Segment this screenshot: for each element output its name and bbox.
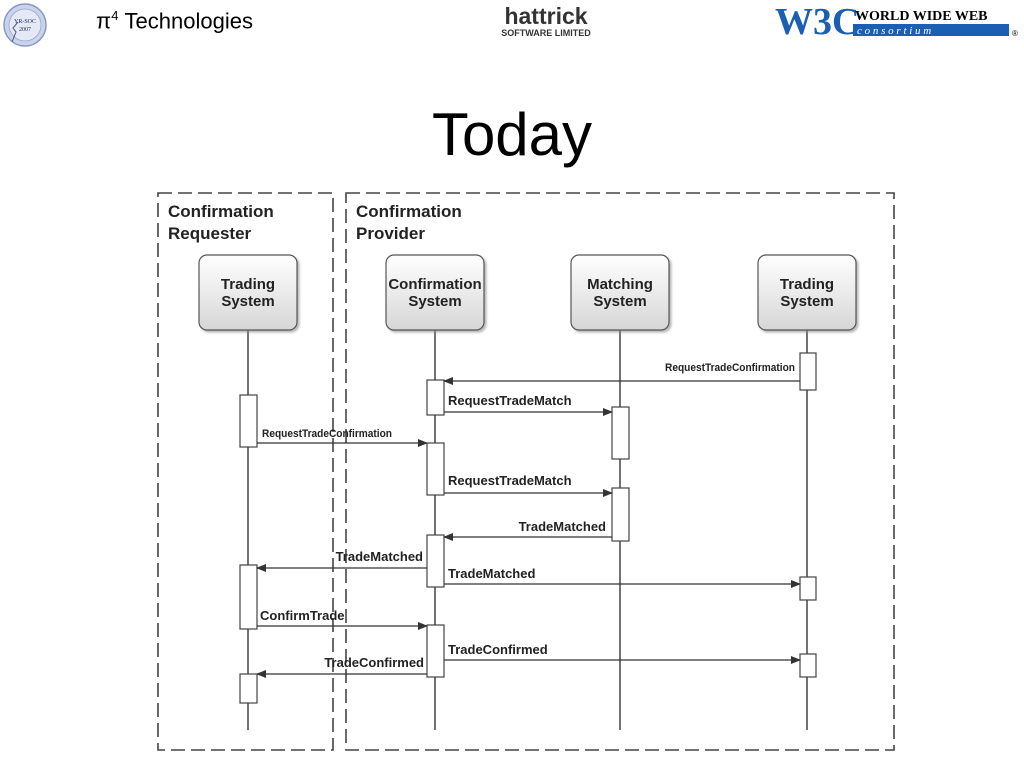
lifeline-box-matching xyxy=(570,254,670,331)
lifeline-label-req-trading-line1: Trading xyxy=(221,276,275,293)
group-label-provider-line1: Confirmation xyxy=(356,202,462,221)
group-label-requester-line1: Confirmation xyxy=(168,202,274,221)
lifeline-label-prov-trading-line1: Trading xyxy=(780,276,834,293)
activation-confirmation-2 xyxy=(426,442,445,496)
activation-prov-trading-2 xyxy=(799,576,817,601)
message-label-3: RequestTradeConfirmation xyxy=(262,428,392,440)
activation-req-trading-1 xyxy=(239,394,258,448)
lifeline-box-req-trading xyxy=(198,254,298,331)
lifeline-label-prov-trading-line2: System xyxy=(780,293,833,310)
group-label-provider-line2: Provider xyxy=(356,224,425,243)
message-label-9: TradeConfirmed xyxy=(448,642,548,657)
group-frame-requester xyxy=(157,192,334,751)
message-label-6: TradeMatched xyxy=(336,549,423,564)
activation-prov-trading-3 xyxy=(799,653,817,678)
group-label-requester-line2: Requester xyxy=(168,224,252,243)
message-label-1: RequestTradeConfirmation xyxy=(665,362,795,374)
w3c-logo-line1: WORLD WIDE WEB xyxy=(855,9,988,24)
w3c-registered-mark: ® xyxy=(1012,29,1018,38)
slide-header: YR-SOC 2007 π4 Technologies hattrick SOF… xyxy=(0,0,1024,50)
lifeline-label-matching-line2: System xyxy=(593,293,646,310)
w3c-logo: W3C WORLD WIDE WEB c o n s o r t i u m ® xyxy=(775,1,1018,40)
activation-matching-2 xyxy=(611,487,630,542)
hattrick-logo-text: hattrick xyxy=(504,4,587,29)
company-name: π4 Technologies xyxy=(96,8,253,34)
message-label-8: ConfirmTrade xyxy=(260,608,345,623)
message-label-2: RequestTradeMatch xyxy=(448,393,572,408)
message-label-4: RequestTradeMatch xyxy=(448,473,572,488)
activation-confirmation-4 xyxy=(426,624,445,678)
hattrick-logo: hattrick SOFTWARE LIMITED xyxy=(501,4,591,38)
message-label-7: TradeMatched xyxy=(448,566,535,581)
lifeline-box-prov-trading xyxy=(757,254,857,331)
activation-confirmation-3 xyxy=(426,534,445,588)
yrsoc-logo-line2: 2007 xyxy=(19,27,31,33)
activation-confirmation-1 xyxy=(426,379,445,416)
yrsoc-logo: YR-SOC 2007 xyxy=(3,3,47,47)
lifeline-label-confirmation-line2: System xyxy=(408,293,461,310)
company-rest: Technologies xyxy=(118,8,253,34)
sequence-diagram: Confirmation Requester Confirmation Prov… xyxy=(157,192,895,751)
group-frame-provider xyxy=(345,192,895,751)
company-superscript: 4 xyxy=(111,8,119,23)
hattrick-logo-subtitle: SOFTWARE LIMITED xyxy=(501,28,591,38)
activation-prov-trading-1 xyxy=(799,352,817,391)
w3c-logo-line2: c o n s o r t i u m xyxy=(857,25,931,37)
activation-req-trading-3 xyxy=(239,673,258,704)
yrsoc-logo-line1: YR-SOC xyxy=(14,19,36,25)
message-label-10: TradeConfirmed xyxy=(324,655,424,670)
slide-title: Today xyxy=(431,101,593,168)
lifeline-box-confirmation xyxy=(385,254,485,331)
company-pi: π xyxy=(96,8,112,34)
message-label-5: TradeMatched xyxy=(519,519,606,534)
lifeline-label-req-trading-line2: System xyxy=(221,293,274,310)
activation-matching-1 xyxy=(611,406,630,460)
lifeline-label-matching-line1: Matching xyxy=(587,276,653,293)
w3c-logo-mark: W3C xyxy=(775,1,859,40)
activation-req-trading-2 xyxy=(239,564,258,630)
lifeline-label-confirmation-line1: Confirmation xyxy=(388,276,481,293)
